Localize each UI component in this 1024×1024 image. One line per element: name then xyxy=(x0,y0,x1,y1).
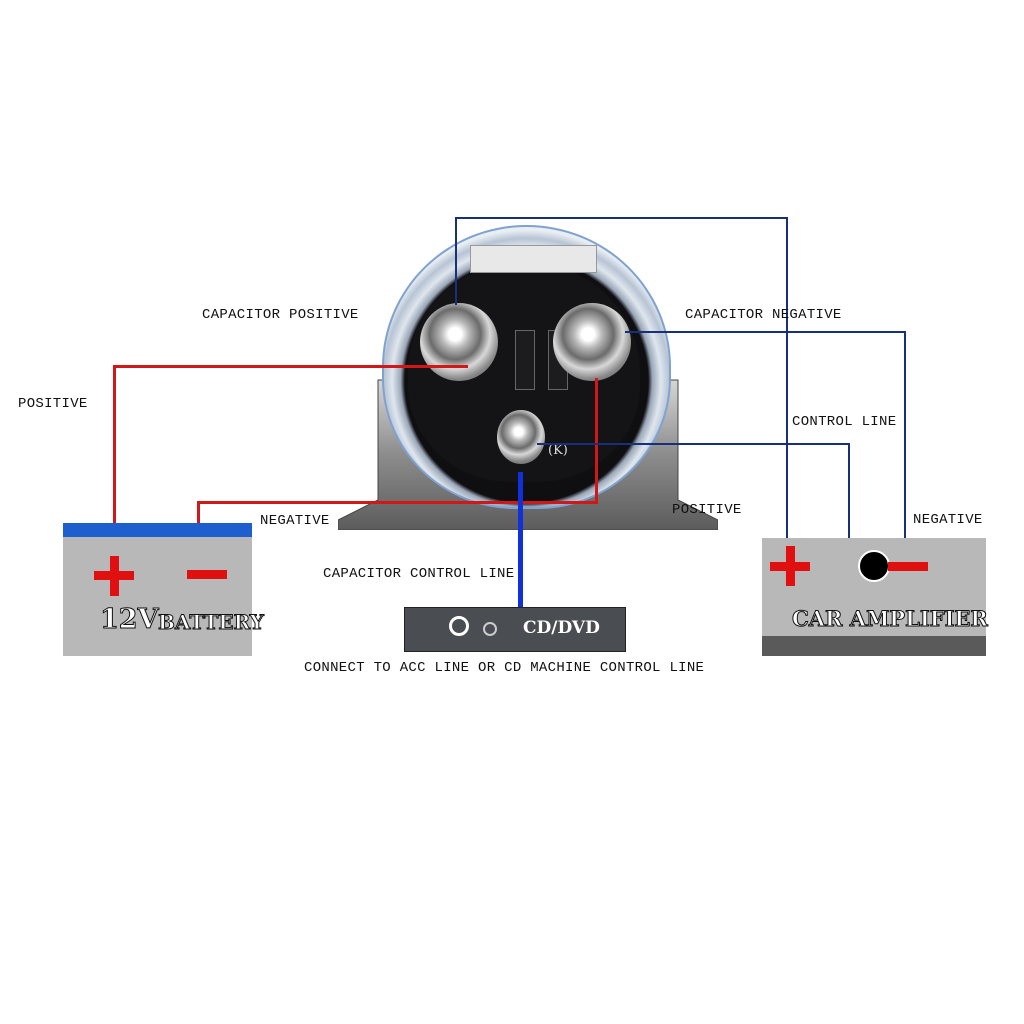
label-negative-amplifier: NEGATIVE xyxy=(913,512,983,528)
amplifier-name: CAR AMPLIFIER xyxy=(792,606,989,632)
label-capacitor-negative: CAPACITOR NEGATIVE xyxy=(685,307,842,323)
label-negative-battery: NEGATIVE xyxy=(260,513,330,529)
board-connector xyxy=(470,245,597,273)
battery-voltage: 12V xyxy=(100,604,160,636)
label-capacitor-positive: CAPACITOR POSITIVE xyxy=(202,307,359,323)
amp-positive-wire-left xyxy=(455,217,457,305)
label-positive-battery: POSITIVE xyxy=(18,396,88,412)
disc-ring-icon xyxy=(449,616,469,636)
label-positive-amplifier: POSITIVE xyxy=(672,502,742,518)
terminal-mark: (K) xyxy=(548,443,568,458)
cd-dvd-label: CD/DVD xyxy=(523,618,600,638)
battery-name: BATTERY xyxy=(158,610,265,635)
car-amplifier: CAR AMPLIFIER xyxy=(762,538,989,656)
amplifier-control-terminal-icon xyxy=(858,550,890,582)
battery-negative-wire-horizontal xyxy=(197,501,597,504)
amplifier-base-strip xyxy=(762,636,986,656)
label-capacitor-control-line: CAPACITOR CONTROL LINE xyxy=(323,566,515,582)
battery-12v: 12V BATTERY xyxy=(63,523,264,656)
battery-negative-wire-riser xyxy=(595,378,598,504)
capacitor-control-terminal xyxy=(497,410,545,464)
label-control-line: CONTROL LINE xyxy=(792,414,897,430)
amp-negative-wire-vertical xyxy=(904,331,906,553)
capacitor-negative-terminal xyxy=(553,303,631,381)
label-connect-note: CONNECT TO ACC LINE OR CD MACHINE CONTRO… xyxy=(304,660,705,676)
amp-negative-wire-horizontal xyxy=(625,331,906,333)
battery-top-strip xyxy=(63,523,252,537)
battery-positive-wire-horizontal xyxy=(113,365,468,368)
amp-control-wire-vertical xyxy=(848,443,850,553)
board-chip xyxy=(515,330,535,390)
capacitor-positive-terminal xyxy=(420,303,498,381)
cd-dvd-unit: CD/DVD xyxy=(404,607,626,652)
amp-positive-wire-right xyxy=(786,217,788,545)
amp-control-wire-horizontal xyxy=(537,443,850,445)
small-ring-icon xyxy=(483,622,497,636)
battery-positive-wire-vertical xyxy=(113,365,116,525)
capacitor-control-wire xyxy=(518,472,523,608)
amp-positive-wire-top xyxy=(455,217,788,219)
battery-negative-wire-vertical xyxy=(197,501,200,525)
